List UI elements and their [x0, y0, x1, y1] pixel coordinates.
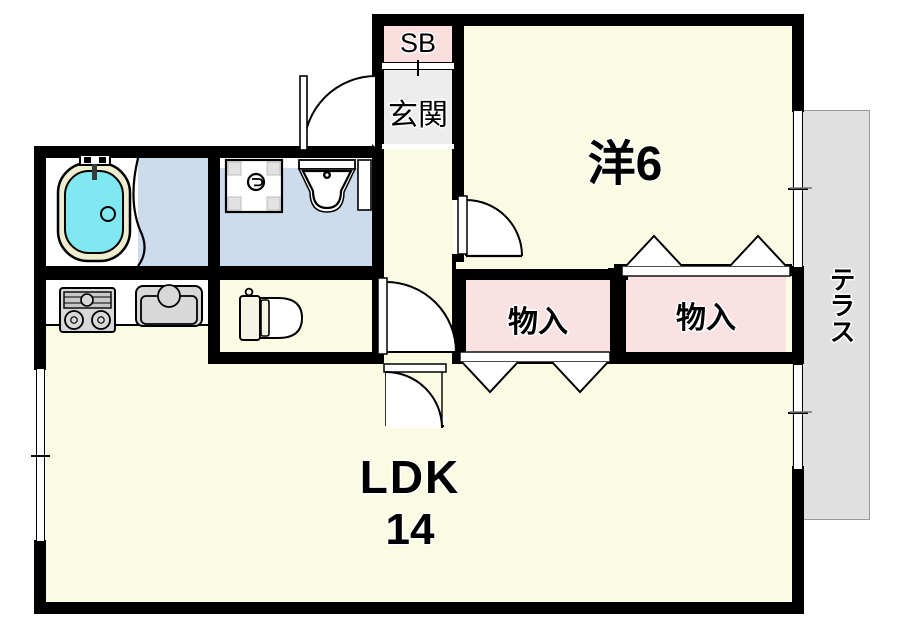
genkan-label: 玄関 [388, 99, 448, 132]
wall-genkan-right [452, 14, 464, 144]
wall-bedroom-right-mid [792, 266, 804, 322]
wall-bedroom-bottom-seg [614, 264, 626, 280]
sb-sliding-door-split [417, 60, 419, 76]
wall-washroom-hallway [372, 146, 384, 280]
western-6-label: 洋6 [587, 138, 663, 191]
wall-left-bath [34, 146, 46, 360]
sb-label: SB [399, 28, 437, 58]
wall-bedroom-bottom-left [452, 268, 466, 364]
window-right-bedroom-mullion [788, 188, 808, 190]
wall-toilet-right [372, 280, 384, 364]
wall-closet-left-top [452, 268, 628, 280]
wall-toilet-bottom [208, 352, 384, 364]
wall-toilet-left [208, 280, 220, 364]
window-right-ldk [793, 364, 803, 470]
genkan-step-line [382, 144, 454, 149]
washroom-fixture-strip [220, 158, 372, 168]
entrance-door[interactable] [299, 75, 377, 151]
closet-left-label: 物入 [508, 306, 568, 339]
room-closet-right-fill [626, 276, 786, 352]
wall-closet-left-bottom [452, 352, 628, 364]
wall-closet-right-right [792, 322, 804, 364]
bath-tub-area [46, 158, 138, 266]
ldk-label: LDK [359, 451, 461, 503]
kitchen-counter [46, 280, 208, 326]
room-genkan-fill [382, 64, 454, 148]
terrace-label: テラス [826, 266, 856, 344]
closet-right-label: 物入 [676, 302, 736, 335]
room-closet-left-fill [466, 280, 610, 352]
wall-bedroom-right-upper [792, 14, 804, 112]
wall-ldk-bottom [46, 602, 804, 614]
wall-left-bottom [34, 540, 46, 614]
window-left-1-mullion [31, 455, 50, 457]
wall-genkan-left [372, 14, 384, 74]
room-washroom-fill [220, 158, 372, 266]
wall-bedroom-top [372, 14, 804, 26]
wall-closet-right-top [614, 264, 792, 276]
wall-hallway-right-upper [452, 144, 464, 200]
wall-ldk-right-lower [792, 466, 804, 614]
ldk-size-label: 14 [385, 505, 435, 554]
wall-bath-washroom [208, 146, 220, 280]
wall-closet-left-right [610, 268, 626, 364]
room-sb-fill [382, 26, 454, 62]
wall-left-mid [34, 360, 46, 370]
wall-closet-right-bottom [614, 352, 804, 364]
window-right-ldk-mullion [788, 412, 808, 414]
